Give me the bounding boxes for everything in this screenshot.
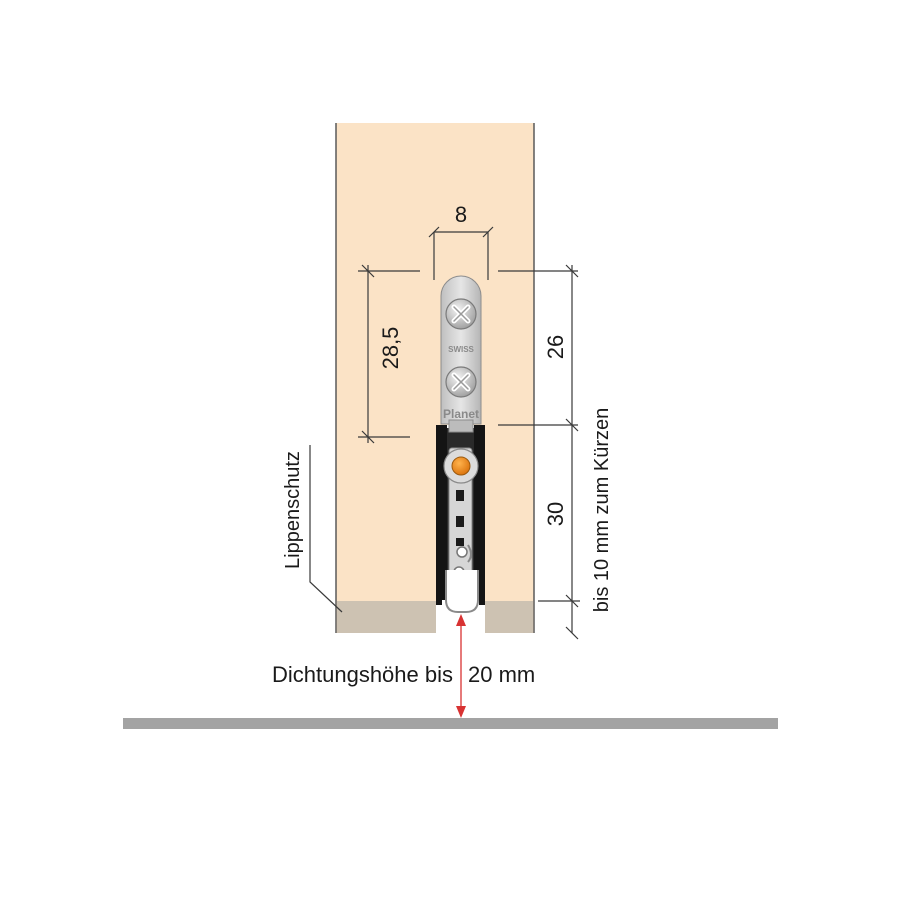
lip-protection-callout: Lippenschutz: [282, 445, 343, 613]
dimension-width-label: 8: [455, 202, 467, 227]
dimension-left-height: 28,5: [358, 264, 420, 444]
shorten-label: bis 10 mm zum Kürzen: [591, 408, 613, 613]
lip-protection-left: [337, 601, 436, 633]
door-leaf: [336, 123, 534, 633]
adjustment-pin: [443, 448, 479, 484]
dimension-left-height-label: 28,5: [378, 327, 403, 370]
dimension-right-bottom-label: 30: [543, 502, 568, 526]
phillips-screw-icon: [445, 366, 477, 398]
brand-small-label: SWISS: [448, 345, 474, 354]
dimension-right: 26 30 bis 10 mm zum Kürzen: [498, 264, 613, 640]
seal-height-value: 20 mm: [468, 662, 535, 687]
floor: [123, 718, 778, 729]
brand-label: Planet: [443, 407, 479, 421]
seal-height-arrow: [456, 614, 466, 718]
phillips-screw-icon: [445, 298, 477, 330]
mechanism-plate: [448, 447, 473, 599]
dimension-right-top-label: 26: [543, 335, 568, 359]
lip-protection-label: Lippenschutz: [282, 451, 304, 569]
seal-height-label: Dichtungshöhe bis: [272, 662, 453, 687]
dimension-width: 8: [428, 202, 494, 280]
seal-lip: [445, 570, 479, 613]
lip-protection-right: [485, 601, 533, 633]
